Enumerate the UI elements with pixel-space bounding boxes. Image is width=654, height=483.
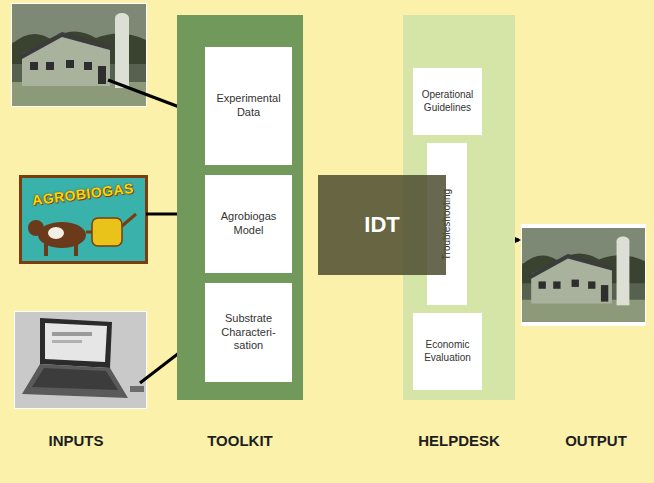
idt-box: IDT	[318, 175, 446, 275]
toolkit-box: Experimental Data	[205, 47, 292, 165]
idt-label: IDT	[364, 212, 399, 238]
column-heading: HELPDESK	[403, 432, 515, 449]
laptop-photo	[14, 311, 147, 409]
column-heading: OUTPUT	[536, 432, 654, 449]
helpdesk-box: Operational Guidelines	[413, 68, 482, 135]
box-label: Substrate Characteri- sation	[209, 312, 288, 353]
column-heading: INPUTS	[20, 432, 132, 449]
toolkit-box: Substrate Characteri- sation	[205, 283, 292, 382]
agrobiogas-logo	[19, 175, 148, 264]
barn-photo	[11, 3, 147, 107]
toolkit-box: Agrobiogas Model	[205, 175, 292, 273]
column-heading: TOOLKIT	[177, 432, 303, 449]
box-label: Agrobiogas Model	[209, 210, 288, 238]
helpdesk-box: Economic Evaluation	[413, 313, 482, 390]
box-label: Experimental Data	[209, 92, 288, 120]
box-label: Economic Evaluation	[417, 339, 478, 364]
barn-photo	[521, 224, 646, 326]
toolkit-band: TOOLKITExperimental DataAgrobiogas Model…	[177, 15, 303, 400]
box-label: Operational Guidelines	[417, 89, 478, 114]
